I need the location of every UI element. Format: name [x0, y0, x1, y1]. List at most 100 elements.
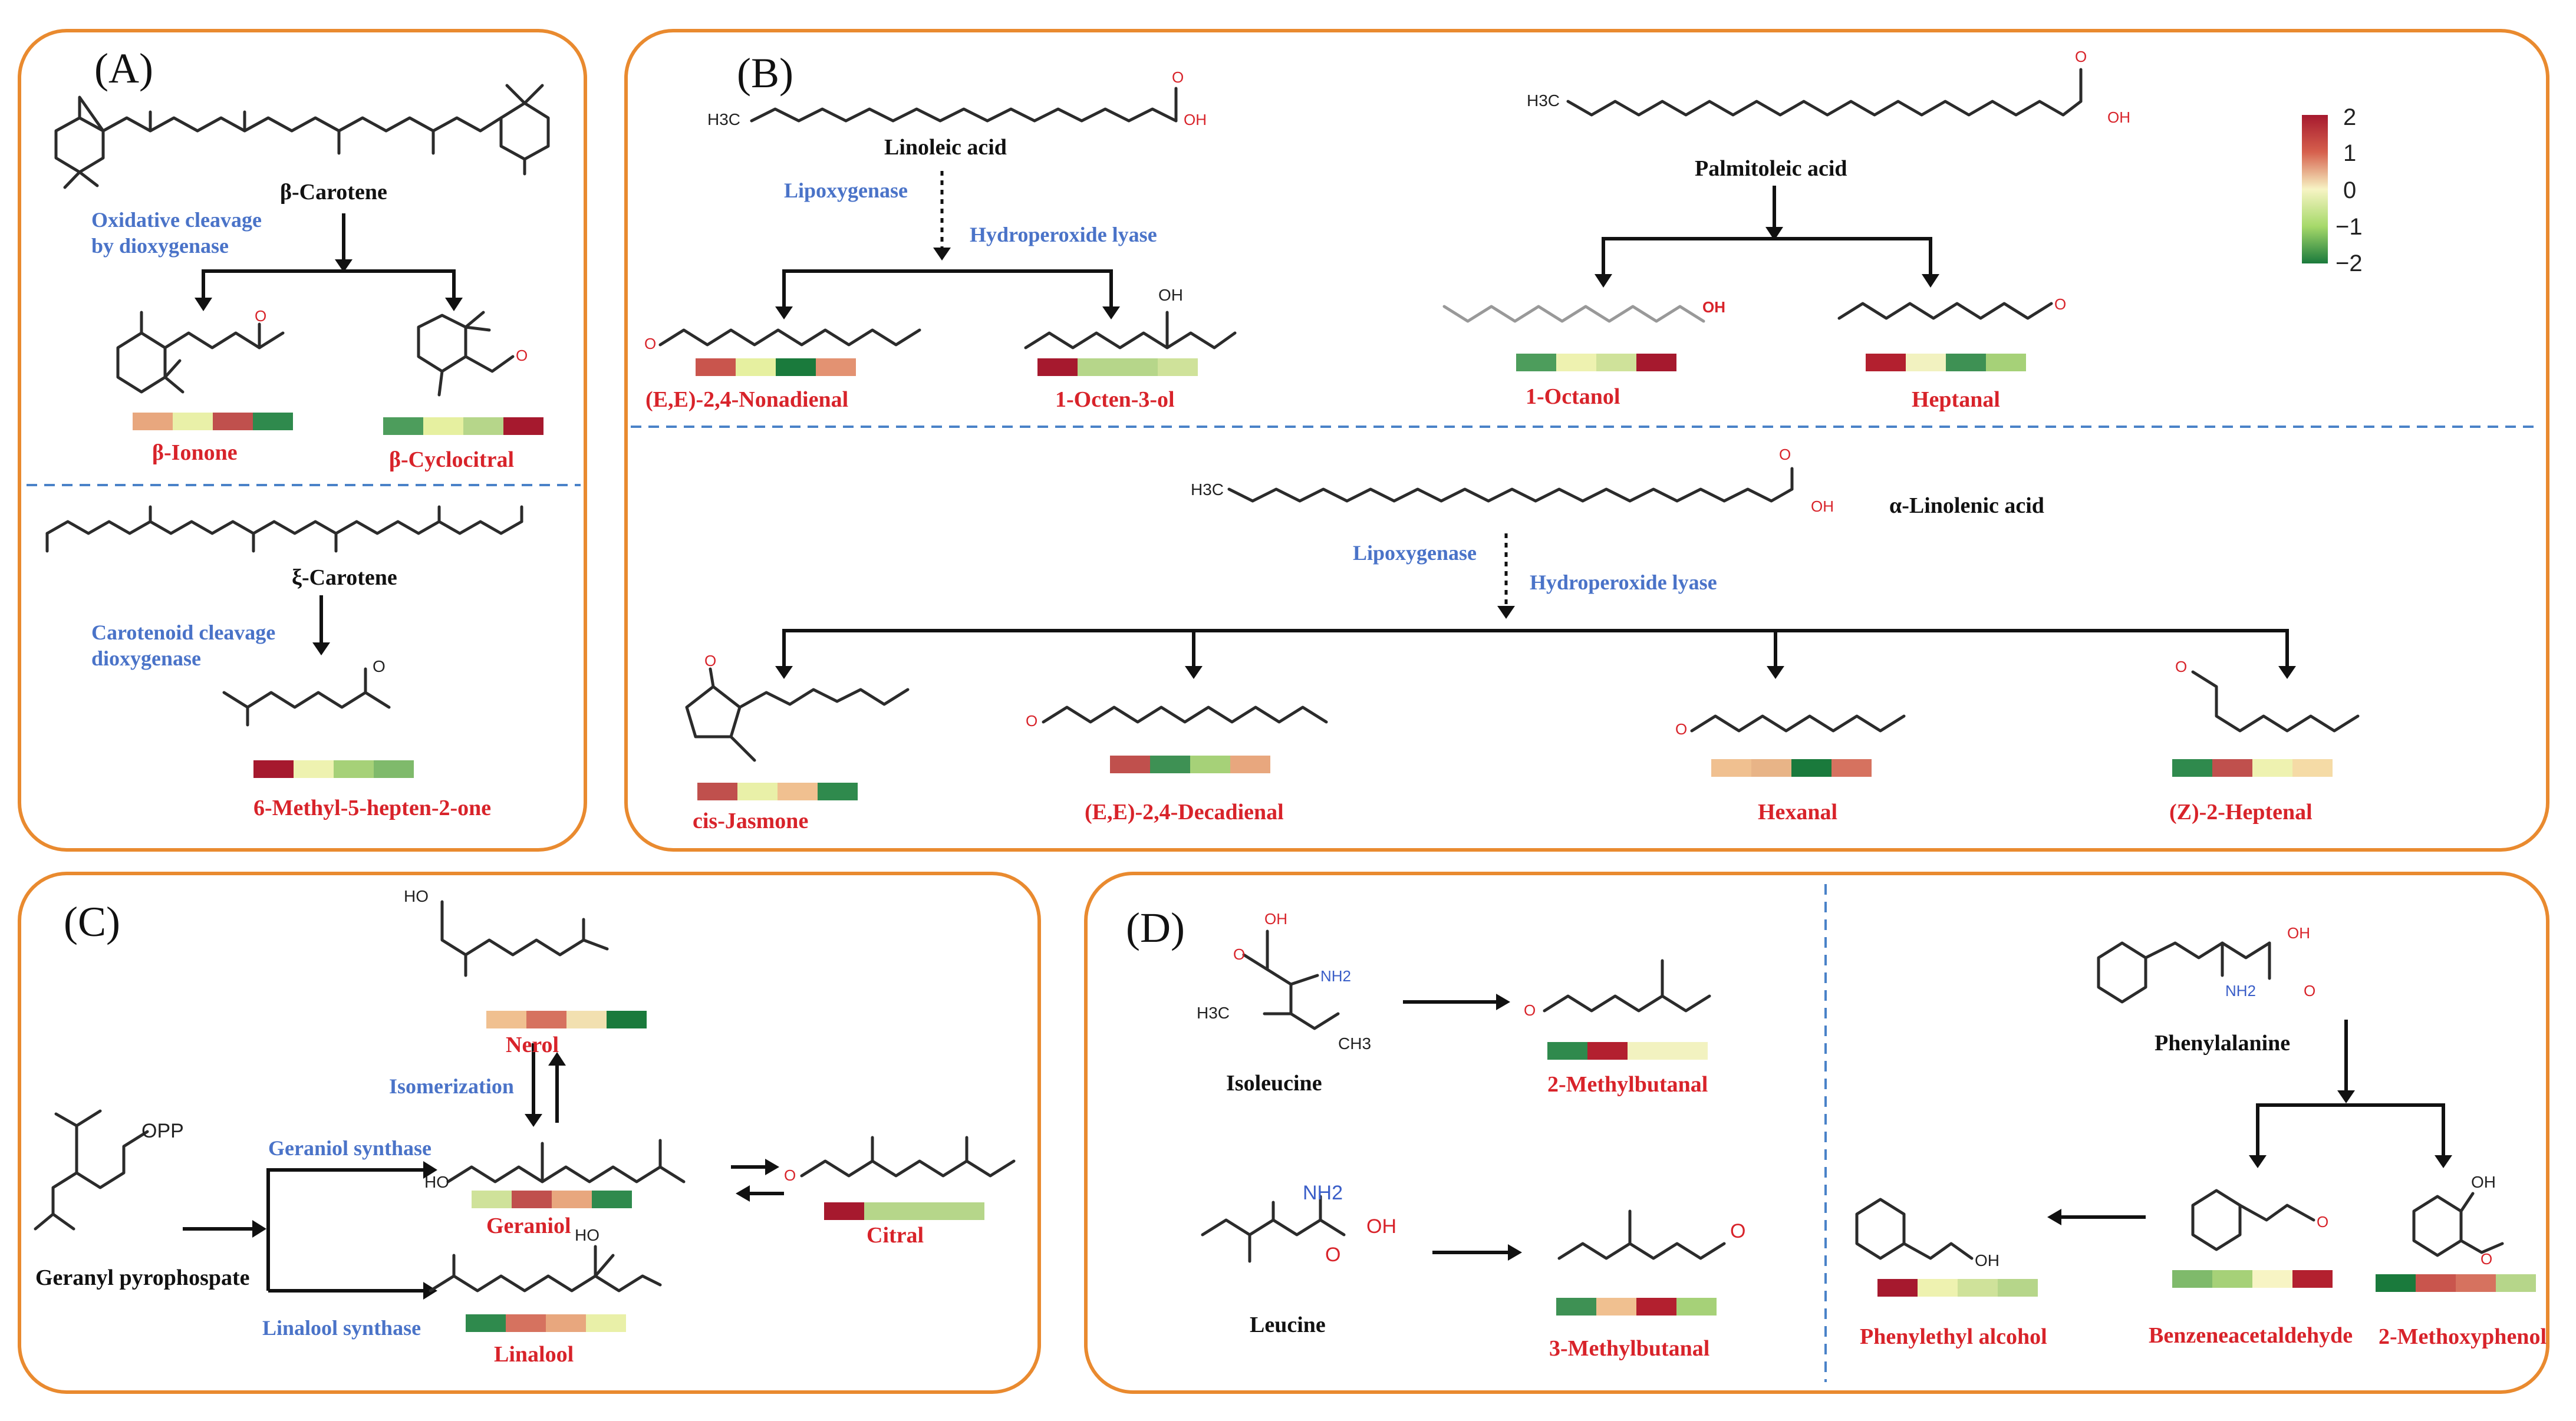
heatbar-cell [1110, 756, 1150, 773]
heatbar-cell [463, 417, 503, 435]
panel-b2-arrows [775, 533, 2296, 679]
heatbar-heptanal [1866, 354, 2026, 371]
panel-a-frame [18, 29, 587, 852]
leucine-o: O [1325, 1244, 1340, 1266]
panel-a-label: (A) [94, 45, 153, 92]
benzeneacet-o: O [2317, 1213, 2328, 1231]
heatbar-cell [546, 1314, 586, 1332]
palmitoleic-acid-structure [1566, 68, 2083, 117]
jasmone-label: cis-Jasmone [693, 809, 808, 833]
decadienal-o: O [1026, 712, 1037, 730]
palmitoleic-h3c: H3C [1527, 91, 1560, 110]
citral-o: O [784, 1166, 796, 1184]
leucine-oh: OH [1366, 1215, 1396, 1238]
geranyl-opp: OPP [141, 1120, 184, 1142]
heatbar-cell [512, 1191, 552, 1208]
enzyme-lipoxygenase-1: Lipoxygenase [784, 179, 908, 202]
heatbar-cell [1516, 354, 1556, 371]
heptenal-structure [2191, 670, 2360, 733]
panel-d-label: (D) [1126, 904, 1185, 951]
linoleic-acid-label: Linoleic acid [884, 135, 1007, 160]
heatbar-cell [2252, 1270, 2292, 1288]
methylbutanal2-label: 2-Methylbutanal [1547, 1072, 1708, 1097]
heptenal-o: O [2175, 658, 2187, 675]
heatbar-cell [1556, 354, 1596, 371]
heatbar-cell [1791, 759, 1831, 777]
heatbar-cell [1190, 756, 1230, 773]
heatbar-cell [737, 783, 778, 800]
linalool-structure [429, 1245, 662, 1293]
heatbar-cell [1596, 1298, 1636, 1316]
heatbar-cell [1877, 1279, 1918, 1297]
heatbar-cell [506, 1314, 546, 1332]
heatbar-methylbutanal3 [1556, 1298, 1717, 1316]
heatbar-cell [1751, 759, 1791, 777]
xi-carotene-structure [45, 505, 523, 553]
heatbar-cell [2416, 1274, 2456, 1292]
linoleic-oh: OH [1184, 111, 1207, 128]
phenylalanine-o: O [2304, 982, 2315, 1000]
decadienal-label: (E,E)-2,4-Decadienal [1085, 800, 1284, 825]
colorbar-gradient [2302, 115, 2328, 263]
leucine-nh2: NH2 [1303, 1182, 1343, 1204]
hexanal-structure [1690, 714, 1906, 733]
heatbar-cell [1587, 1042, 1628, 1060]
enzyme-hydroperoxide-lyase-1: Hydroperoxide lyase [970, 223, 1157, 246]
heatbar-cell [1711, 759, 1751, 777]
heatbar-cell [2172, 759, 2212, 777]
heatbar-cell [2292, 759, 2333, 777]
heatbar-cell [1556, 1298, 1596, 1316]
panel-b-palm-arrows [1595, 186, 1939, 288]
nonadienal-label: (E,E)-2,4-Nonadienal [645, 387, 848, 412]
heatbar-nerol [486, 1011, 647, 1028]
panel-a-arrow-2 [312, 595, 330, 655]
heatbar-cell [1958, 1279, 1998, 1297]
octenol-oh: OH [1158, 286, 1183, 304]
heatbar-cell [586, 1314, 626, 1332]
isoleucine-h3c: H3C [1197, 1004, 1230, 1022]
colorbar-tick: −2 [2335, 250, 2363, 276]
heatbar-cell [1158, 358, 1198, 376]
heatbar-cell [1037, 358, 1078, 376]
geraniol-label: Geraniol [486, 1214, 571, 1238]
linalool-ho: HO [575, 1226, 599, 1244]
phenylethyl-structure [1855, 1198, 1974, 1260]
methylbutanal3-label: 3-Methylbutanal [1549, 1336, 1709, 1361]
heatbar-methylbutanal2 [1547, 1042, 1708, 1060]
heatbar-decadienal [1110, 756, 1270, 773]
octanol-oh: OH [1702, 298, 1725, 316]
alpha-linolenic-oh: OH [1811, 497, 1834, 515]
heatbar-cell [592, 1191, 632, 1208]
nonadienal-structure [658, 328, 921, 347]
palmitoleic-acid-label: Palmitoleic acid [1695, 156, 1847, 181]
panel-c-arrows [183, 1043, 784, 1300]
heatbar-cell [864, 1202, 904, 1220]
heatbar-methylheptenone [253, 760, 414, 778]
alpha-linolenic-o: O [1779, 446, 1791, 463]
alpha-linolenic-structure [1227, 467, 1794, 503]
beta-carotene-structure [54, 84, 550, 189]
heatbar-cell [334, 760, 374, 778]
phenylalanine-label: Phenylalanine [2155, 1031, 2290, 1056]
heatbar-cell [1918, 1279, 1958, 1297]
palmitoleic-o: O [2075, 48, 2087, 65]
heatbar-cell [816, 358, 856, 376]
methylheptenone-structure [222, 667, 391, 727]
heatbar-cell [1946, 354, 1986, 371]
enzyme-linalool-synthase: Linalool synthase [262, 1316, 421, 1340]
heatbar-cell [1636, 354, 1676, 371]
enzyme-geraniol-synthase: Geraniol synthase [268, 1136, 431, 1160]
isoleucine-oh: OH [1264, 910, 1287, 928]
heatbar-octanol [1516, 354, 1676, 371]
isoleucine-structure [1242, 929, 1340, 1030]
heatbar-cell [1831, 759, 1872, 777]
heatbar-cell [736, 358, 776, 376]
phenylalanine-structure [2097, 941, 2271, 1004]
heatbar-cell [1628, 1042, 1668, 1060]
heatbar-cell [1150, 756, 1190, 773]
colorbar-tick: 1 [2343, 140, 2356, 166]
heptenal-label: (Z)-2-Heptenal [2169, 800, 2313, 825]
heatbar-cell [423, 417, 463, 435]
heatbar-linalool [466, 1314, 626, 1332]
isoleucine-o: O [1233, 945, 1245, 963]
